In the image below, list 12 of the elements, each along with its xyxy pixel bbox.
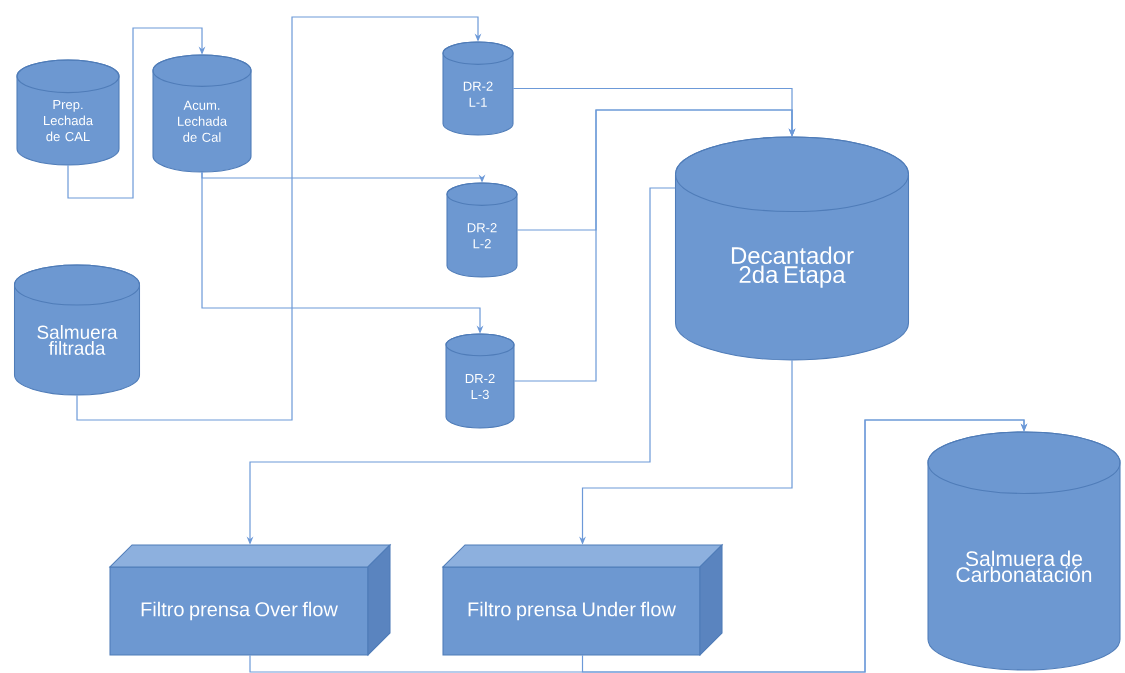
tank-cylinder: Acum. Lechada de Cal [152,54,252,173]
tank-cylinder: Decantador 2da Etapa [674,136,910,361]
pipe-arrow [67,27,206,199]
tank-cylinder: Salmuera de Carbonatación [927,431,1121,671]
pipe-arrow [513,109,796,382]
tank-cylinder: Prep. Lechada de CAL [16,59,120,166]
tank-cylinder: DR-2 L-3 [445,333,515,429]
tank-cylinder: Salmuera filtrada [13,264,141,396]
pipe-arrow [581,419,1028,673]
tank-cylinder: DR-2 L-1 [442,41,514,136]
pipe-arrow [76,16,482,421]
tank-cylinder: DR-2 L-2 [446,182,518,278]
